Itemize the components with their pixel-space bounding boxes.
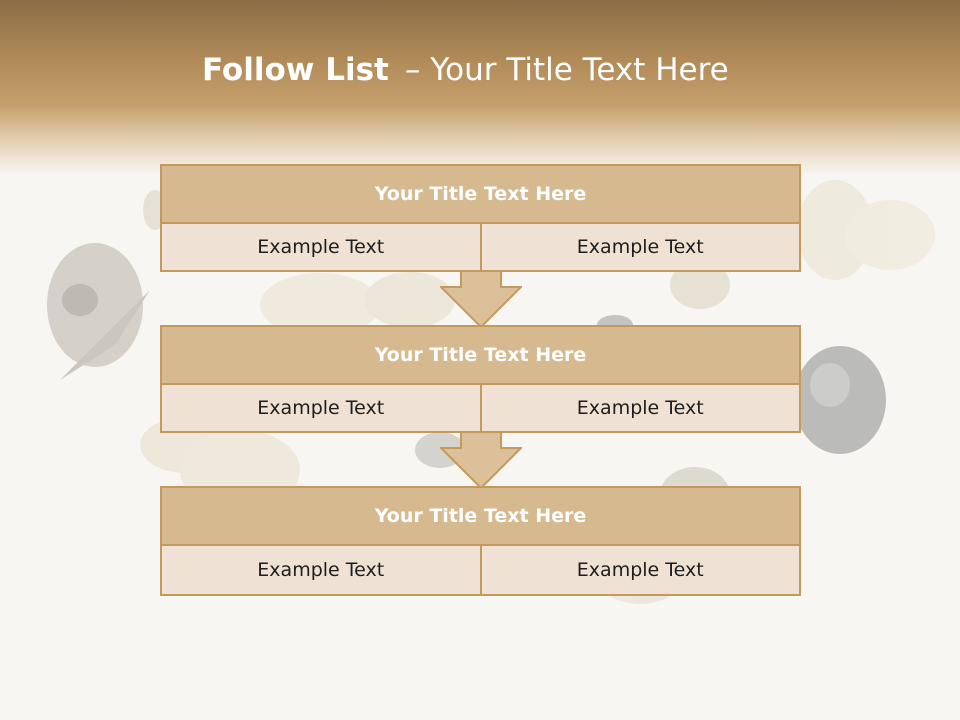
step-box-3: Your Title Text Here Example Text Exampl…: [160, 486, 801, 596]
step-cell-right: Example Text: [481, 224, 799, 270]
title-separator: –: [404, 52, 421, 88]
slide-title: Follow List–Your Title Text Here: [0, 52, 960, 88]
step-row: Example Text Example Text: [162, 224, 799, 270]
down-arrow-icon: [440, 431, 522, 489]
step-heading: Your Title Text Here: [162, 327, 799, 385]
step-heading: Your Title Text Here: [162, 166, 799, 224]
step-row: Example Text Example Text: [162, 385, 799, 431]
step-row: Example Text Example Text: [162, 546, 799, 594]
title-rest: Your Title Text Here: [430, 52, 729, 88]
step-cell-right: Example Text: [481, 546, 799, 594]
step-heading: Your Title Text Here: [162, 488, 799, 546]
step-cell-left: Example Text: [162, 224, 482, 270]
step-box-1: Your Title Text Here Example Text Exampl…: [160, 164, 801, 272]
step-box-2: Your Title Text Here Example Text Exampl…: [160, 325, 801, 433]
title-bold: Follow List: [202, 52, 389, 88]
step-cell-left: Example Text: [162, 546, 482, 594]
step-cell-left: Example Text: [162, 385, 482, 431]
header-band: [0, 0, 960, 175]
down-arrow-icon: [440, 270, 522, 328]
step-cell-right: Example Text: [481, 385, 799, 431]
